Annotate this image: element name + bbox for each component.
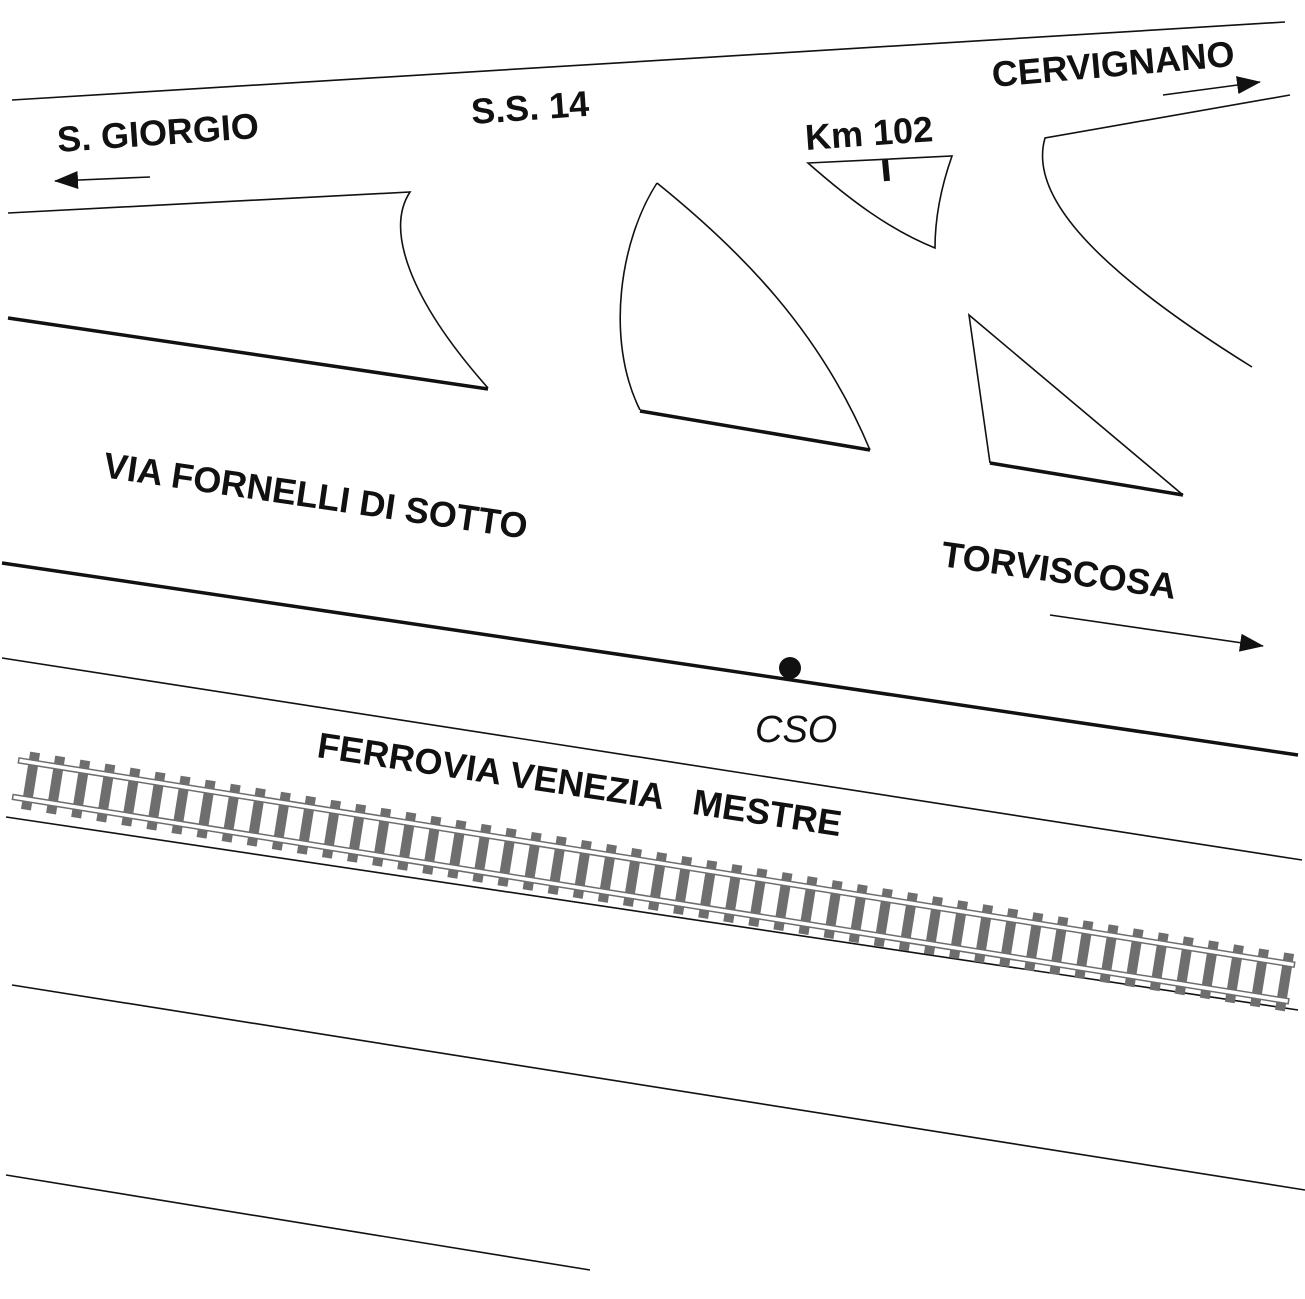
label-via-fornelli: VIA FORNELLI DI SOTTO bbox=[101, 444, 530, 546]
rail-south bbox=[11, 793, 1290, 1005]
rail-north bbox=[17, 757, 1296, 969]
traffic-island-west-base bbox=[639, 409, 871, 452]
cso-point bbox=[779, 657, 801, 679]
arrow-torviscosa bbox=[1049, 614, 1264, 652]
via-fornelli-south-edge bbox=[1, 561, 1299, 757]
km-marker bbox=[882, 159, 890, 182]
traffic-island-west-arc bbox=[656, 182, 871, 451]
label-cso: CSO bbox=[755, 709, 837, 751]
traffic-island-km bbox=[805, 155, 954, 250]
parcel-line-2 bbox=[5, 1174, 591, 1271]
railway-track bbox=[11, 751, 1296, 1012]
railway-north-boundary bbox=[1, 657, 1303, 861]
via-fornelli-north-edge bbox=[7, 316, 489, 391]
ss14-south-edge-east bbox=[1041, 94, 1291, 368]
arrow-cervignano bbox=[1162, 76, 1261, 96]
arrow-s-giorgio bbox=[54, 171, 151, 190]
label-torviscosa: TORVISCOSA bbox=[939, 533, 1179, 607]
ss14-north-edge bbox=[11, 21, 1286, 101]
ss14-south-edge-west bbox=[7, 191, 489, 389]
traffic-island-west bbox=[619, 182, 658, 411]
label-km: Km 102 bbox=[804, 108, 935, 158]
traffic-island-east bbox=[967, 313, 1184, 496]
traffic-island-east-base bbox=[989, 461, 1184, 497]
parcel-line-1 bbox=[11, 984, 1305, 1191]
label-ss14: S.S. 14 bbox=[470, 83, 591, 132]
label-cervignano: CERVIGNANO bbox=[990, 33, 1236, 95]
label-s-giorgio: S. GIORGIO bbox=[56, 105, 260, 160]
